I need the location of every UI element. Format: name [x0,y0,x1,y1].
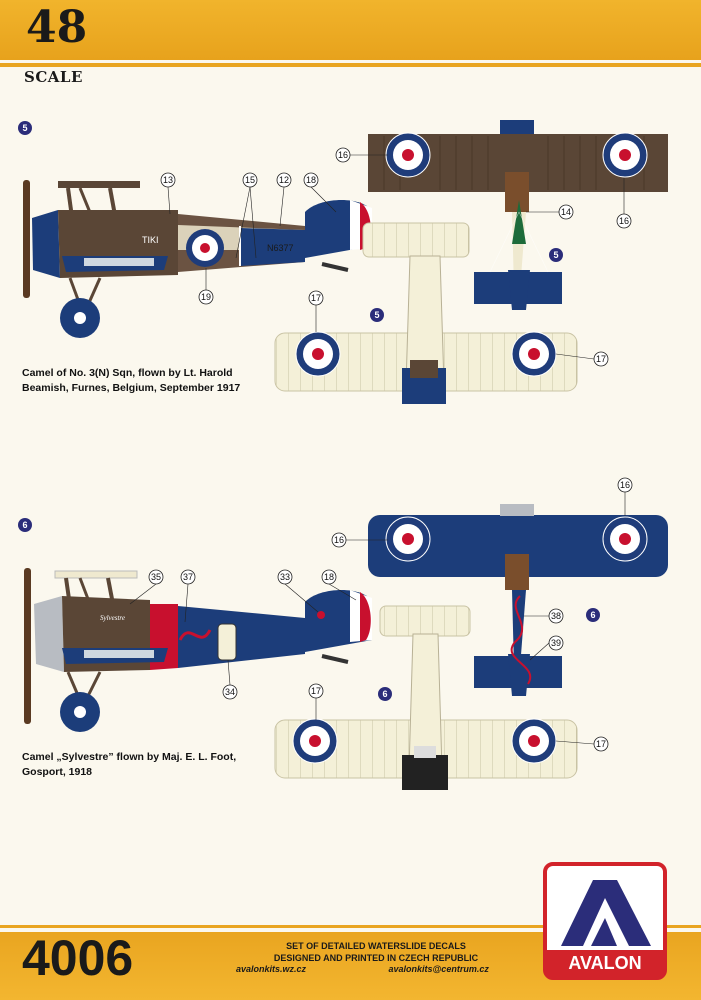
website-link[interactable]: avalonkits.wz.cz [236,964,307,974]
callout-17d: 17 [596,739,606,749]
avalon-logo: AVALON [543,862,667,980]
callout-12: 12 [279,175,289,185]
callout-17a: 17 [311,293,321,303]
callout-18: 18 [306,175,316,185]
profile-badge-5-top: 5 [549,248,563,262]
callout-39: 39 [551,638,561,648]
footer-links: avalonkits.wz.cz avalonkits@centrum.cz [236,964,536,974]
product-code: 4006 [22,930,134,986]
callout-18b: 18 [324,572,334,582]
callout-16a: 16 [338,150,348,160]
callout-16c: 16 [334,535,344,545]
footer-line2: DESIGNED AND PRINTED IN CZECH REPUBLIC [273,953,479,963]
callout-13: 13 [163,175,173,185]
serial-n6377: N6377 [267,243,294,253]
header-band-line [0,63,701,67]
callout-35: 35 [151,572,161,582]
callout-17b: 17 [596,354,606,364]
caption-aircraft-6: Camel „Sylvestre” flown by Maj. E. L. Fo… [22,750,236,780]
camel-5-lower-plan [274,222,578,404]
camel-6-lower-plan [274,605,578,790]
callout-34: 34 [225,687,235,697]
scale-number: 48 [26,2,88,53]
footer-description: SET OF DETAILED WATERSLIDE DECALS DESIGN… [236,940,516,964]
camel-6-side-profile [24,568,372,732]
callout-37: 37 [183,572,193,582]
callout-markers [148,147,633,752]
profile-badge-6-top: 6 [586,608,600,622]
scale-label: SCALE [24,68,83,86]
callout-numbers: 13 15 12 18 19 16 16 14 17 17 35 37 33 1… [151,150,630,749]
callout-16d: 16 [620,480,630,490]
email-link[interactable]: avalonkits@centrum.cz [388,964,489,974]
header-band [0,0,701,60]
fuselage-name-tiki: TIKI [142,235,159,245]
caption-6-line1: Camel „Sylvestre” flown by Maj. E. L. Fo… [22,751,237,763]
camel-5-side-profile [23,180,372,338]
caption-5-line1: Camel of No. 3(N) Sqn, flown by Lt. Haro… [22,367,233,379]
callout-16b: 16 [619,216,629,226]
callout-15: 15 [245,175,255,185]
callout-leaders [129,154,626,745]
callout-19: 19 [201,292,211,302]
callout-33: 33 [280,572,290,582]
camel-5-top-view [368,120,668,310]
caption-6-line2: Gosport, 1918 [22,766,93,778]
fuselage-name-sylvestre: Sylvestre [100,614,125,622]
caption-5-line2: Beamish, Furnes, Belgium, September 1917 [22,382,241,394]
profile-badge-5-wing: 5 [370,308,384,322]
avalon-logo-mark [561,880,651,946]
footer-band-line [0,925,701,928]
callout-14: 14 [561,207,571,217]
caption-aircraft-5: Camel of No. 3(N) Sqn, flown by Lt. Haro… [22,366,240,396]
profile-badge-5: 5 [18,121,32,135]
avalon-logo-word: AVALON [547,950,663,976]
callout-17c: 17 [311,686,321,696]
camel-6-top-view [368,504,668,696]
profile-badge-6: 6 [18,518,32,532]
footer-line1: SET OF DETAILED WATERSLIDE DECALS [286,941,466,951]
callout-38: 38 [551,611,561,621]
profile-badge-6-wing: 6 [378,687,392,701]
